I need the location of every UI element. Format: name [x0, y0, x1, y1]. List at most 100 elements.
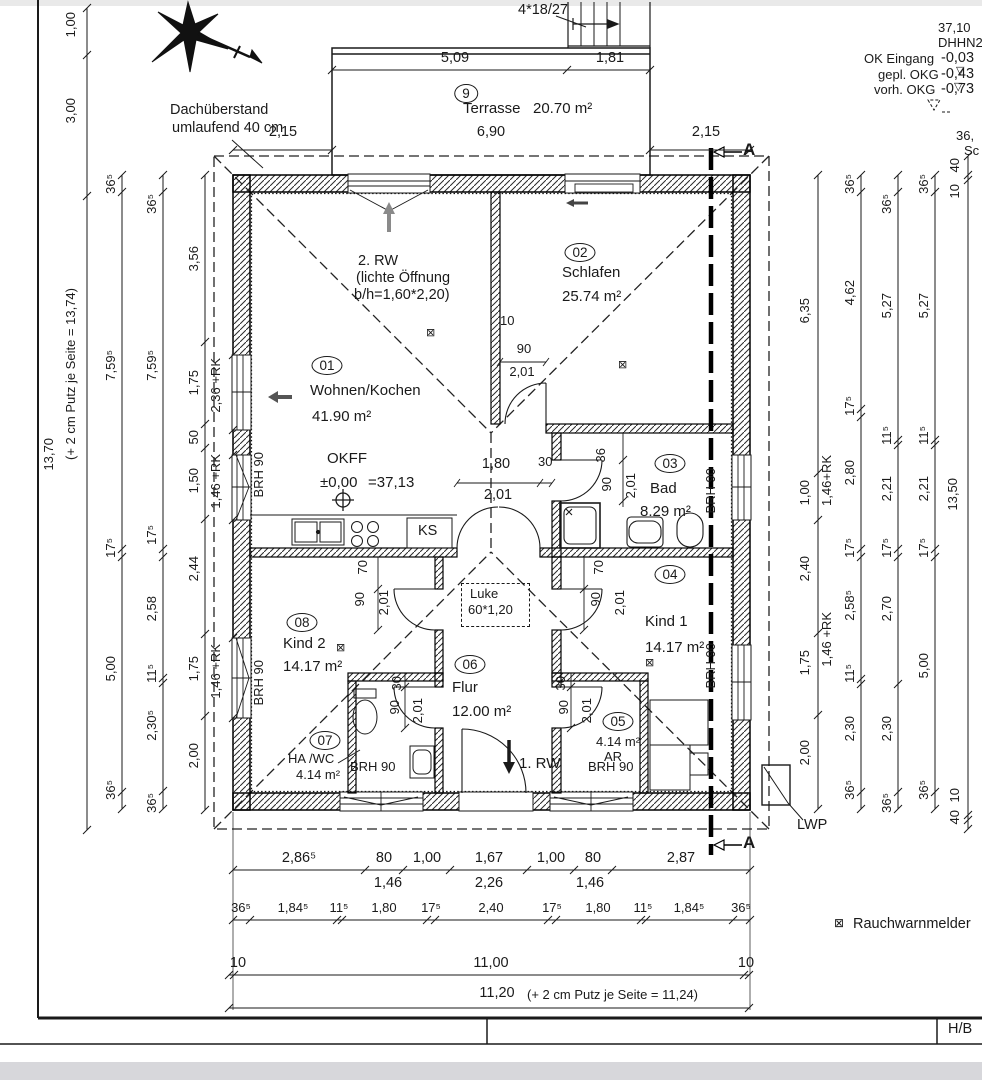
dim-label: 36⁵	[879, 793, 894, 813]
smoke-detector-icon: ⊠	[618, 359, 628, 371]
sill-height-label: BRH 90	[703, 643, 718, 689]
dim-label: 10	[500, 313, 515, 328]
dim-label: 1,75	[186, 370, 201, 396]
dim-label: 36	[593, 448, 608, 463]
dim-label: (+ 2 cm Putz je Seite = 13,74)	[63, 288, 78, 460]
dim-label: 1,84⁵	[673, 900, 705, 915]
dim-label: 6,35	[797, 298, 812, 324]
room-number-schlafen: 02	[564, 243, 596, 262]
dim-label: 36⁵	[103, 174, 118, 194]
stairs-note: 4*18/27	[518, 2, 568, 18]
section-label-a-bottom: A	[743, 833, 756, 852]
dim-label: 90	[599, 477, 614, 492]
room-number-terrasse: 9	[454, 84, 478, 103]
dim-label: 2,26	[474, 875, 504, 891]
dim-label: 7,59⁵	[144, 350, 159, 381]
level-value: -0,73	[941, 81, 975, 97]
dim-label: 90	[588, 592, 603, 607]
dim-label: 1,00	[412, 850, 442, 866]
sill-height-label: BRH 90	[251, 660, 266, 706]
dim-label: 2,01	[579, 698, 594, 724]
dim-label: 11,00	[473, 955, 509, 971]
direction-arrows	[268, 199, 588, 774]
dim-label: 13,70	[41, 438, 56, 471]
room-area-ar: 4.14 m²	[596, 734, 641, 749]
dim-label: 2,21	[916, 476, 931, 502]
clipped-text: 36,	[956, 128, 975, 143]
dim-label: 40	[947, 810, 962, 825]
dim-label: 11,20	[479, 985, 515, 1001]
dim-label: 2,30	[842, 716, 857, 742]
dim-label: 2,01	[376, 590, 391, 616]
fridge-label: KS	[418, 523, 438, 539]
terrace-outline	[331, 2, 651, 176]
bath-fixtures	[559, 502, 704, 549]
dim-label: 2,44	[186, 556, 201, 582]
sill-height-label: BRH 90	[350, 759, 396, 774]
dim-label: 1,80	[481, 456, 511, 472]
dim-label: 36⁵	[731, 900, 751, 915]
dim-label: 90	[352, 592, 367, 607]
level-label: gepl. OKG	[878, 67, 939, 82]
sill-height-label: BRH 90	[251, 452, 266, 498]
dim-label: 3,56	[186, 246, 201, 272]
dim-note: (+ 2 cm Putz je Seite = 11,24)	[527, 987, 699, 1002]
dim-label: 17⁵	[842, 396, 857, 416]
dim-label: 17⁵	[144, 525, 159, 545]
dim-label: 2,40	[797, 556, 812, 582]
top-strip	[0, 0, 982, 6]
dim-label: 70	[355, 560, 370, 575]
window-glazing	[232, 180, 751, 811]
dim-label: 1,84⁵	[277, 900, 309, 915]
hawc-fixtures	[352, 688, 435, 779]
dim-label: 36⁵	[916, 780, 931, 800]
escape-route-label: 1. RW	[519, 755, 561, 772]
dim-label: 30	[538, 454, 553, 469]
titleblock-cell: H/B	[948, 1021, 973, 1037]
dim-label: 11⁵	[916, 426, 931, 445]
dim-label: 17⁵	[842, 538, 857, 558]
room-number-bad: 03	[654, 454, 686, 473]
room-name-kind2: Kind 2	[283, 635, 326, 652]
room-area-hawc: 4.14 m²	[296, 767, 341, 782]
legend-smoke-icon: ⊠	[834, 916, 845, 930]
attic-hatch-label-1: Luke	[470, 586, 499, 601]
roof-note-line1: Dachüberstand	[170, 102, 269, 118]
level-value: -0,03	[941, 50, 975, 66]
level-datum: DHHN2	[938, 35, 982, 50]
room-area-schlafen: 25.74 m²	[562, 288, 622, 305]
dim-label: 2,58	[144, 596, 159, 622]
dim-label: 1,81	[595, 50, 625, 66]
dim-label: 5,27	[916, 293, 931, 319]
dim-label: 80	[584, 850, 602, 866]
dim-label: 2,86⁵	[281, 850, 317, 866]
dim-label: 36⁵	[879, 194, 894, 214]
dim-label: 17⁵	[103, 538, 118, 558]
datum-symbol	[927, 99, 952, 113]
dim-label: 1,46	[575, 875, 605, 891]
dim-label: 1,75	[797, 650, 812, 676]
dim-label: 10	[737, 955, 755, 971]
roof-note-line2: umlaufend 40 cm	[172, 120, 284, 136]
dim-label: 2,80	[842, 460, 857, 486]
dim-label: 36⁵	[842, 780, 857, 800]
room-name-bad: Bad	[650, 480, 677, 497]
sheet-frame	[0, 0, 982, 1045]
room-area-flur: 12.00 m²	[452, 703, 512, 720]
dim-label: 11⁵	[879, 426, 894, 445]
stairs-arrow	[555, 15, 620, 30]
room-name-flur: Flur	[452, 679, 478, 696]
level-label: OK Eingang	[864, 51, 935, 66]
section-label-a-top: A	[743, 140, 756, 159]
legend-label: Rauchwarnmelder	[853, 916, 971, 932]
level-triangle-icon: ▽	[956, 65, 965, 77]
dim-label: 11⁵	[842, 664, 857, 683]
dim-label: 2,01	[483, 487, 513, 503]
dim-label: 2,01	[509, 364, 535, 379]
okff-value-2: =37,13	[368, 474, 415, 491]
sill-height-label: BRH 90	[588, 759, 634, 774]
dim-label: 10	[947, 788, 962, 803]
okff-value-1: ±0,00	[320, 474, 358, 491]
dim-label: 7,59⁵	[103, 350, 118, 381]
